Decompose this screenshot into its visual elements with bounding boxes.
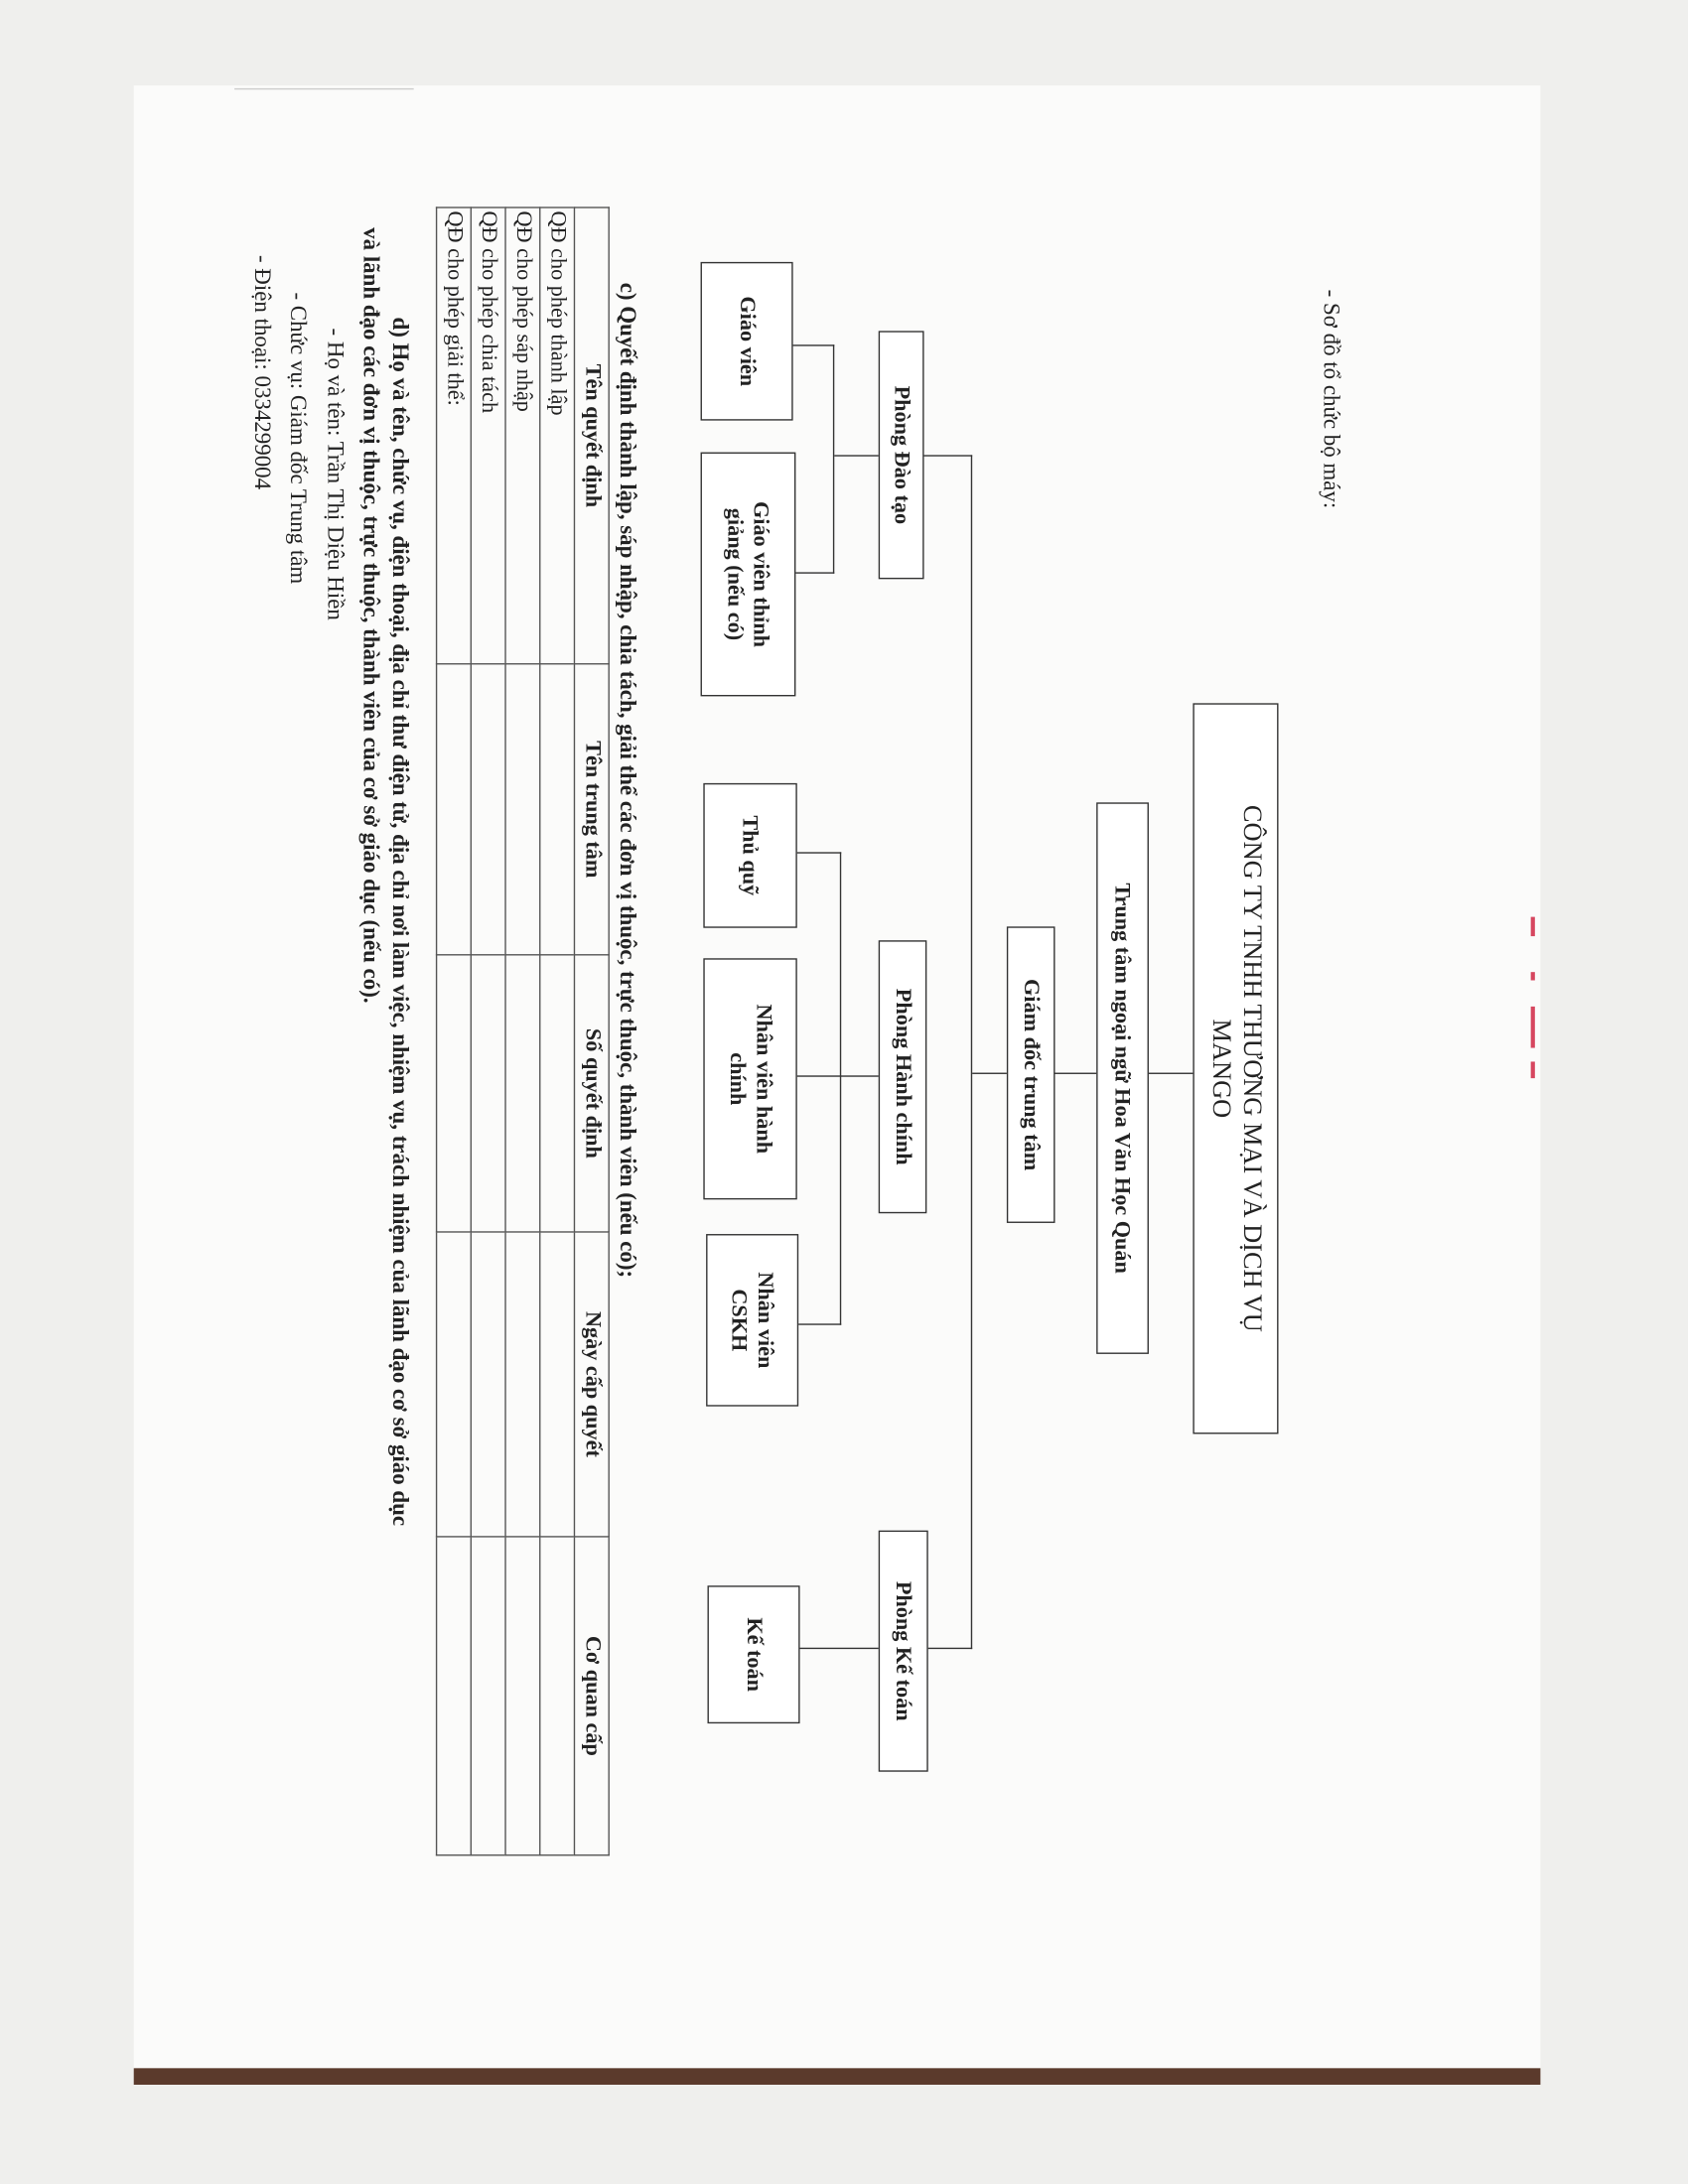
- dept-admin-box: Phòng Hành chính: [878, 940, 927, 1214]
- desk-edge: [133, 2068, 1541, 2086]
- company-name-line2: MANGO: [1206, 1019, 1236, 1119]
- table-header-row: Tên quyết định Tên trung tâm Số quyết đị…: [574, 207, 610, 1855]
- table-cell: [505, 663, 540, 955]
- table-cell: [505, 1231, 540, 1537]
- red-stamp-mark: [1530, 972, 1535, 981]
- decisions-table: Tên quyết định Tên trung tâm Số quyết đị…: [436, 206, 610, 1855]
- accountant-box: Kế toán: [707, 1585, 800, 1724]
- table-row: QĐ cho phép chia tách: [471, 207, 506, 1855]
- table-row: QĐ cho phép sáp nhập: [505, 207, 540, 1855]
- leader-phone: - Điện thoại: 0334299004: [249, 254, 276, 490]
- box-label: Nhân viên: [754, 1272, 777, 1369]
- connector-line: [839, 852, 842, 1325]
- table-cell: QĐ cho phép chia tách: [471, 207, 506, 664]
- table-cell: [539, 663, 575, 955]
- table-cell: [436, 1231, 472, 1537]
- connector-line: [1055, 1072, 1097, 1075]
- table-cell: [539, 1231, 575, 1537]
- document-page: - Sơ đồ tổ chức bộ máy: CÔNG TY TNHH THƯ…: [134, 89, 1538, 2068]
- table-cell: [539, 954, 575, 1232]
- table-cell: [505, 954, 540, 1232]
- connector-line: [970, 455, 973, 1650]
- box-label: Giáo viên thỉnh: [749, 500, 774, 647]
- dept-training-box: Phòng Đào tạo: [878, 331, 924, 580]
- table-cell: [471, 1231, 506, 1537]
- connector-line: [798, 1323, 842, 1326]
- teacher-box: Giáo viên: [700, 261, 793, 421]
- dept-accounting-box: Phòng Kế toán: [878, 1530, 928, 1772]
- table-cell: [436, 1536, 472, 1855]
- leader-name: - Họ và tên: Trần Thị Diệu Hiền: [323, 328, 350, 620]
- table-cell: [471, 1536, 506, 1855]
- box-label: Thủ quỹ: [738, 815, 763, 896]
- treasurer-box: Thủ quỹ: [703, 782, 797, 928]
- center-box: Trung tâm ngoại ngữ Hoa Văn Học Quán: [1096, 802, 1149, 1354]
- section-d-heading-cont: và lãnh đạo các đơn vị thuộc, trực thuộc…: [358, 227, 385, 1004]
- table-row: QĐ cho phép giải thể:: [436, 207, 472, 1855]
- table-cell: QĐ cho phép sáp nhập: [505, 207, 540, 664]
- director-box: Giám đốc trung tâm: [1006, 926, 1055, 1223]
- table-row: QĐ cho phép thành lập: [539, 207, 575, 1855]
- table-cell: [436, 663, 472, 955]
- connector-line: [795, 572, 835, 575]
- table-cell: QĐ cho phép giải thể:: [436, 207, 472, 664]
- leader-position: - Chức vụ: Giám đốc Trung tâm: [285, 292, 312, 585]
- table-cell: [539, 1536, 575, 1855]
- connector-line: [796, 1075, 879, 1078]
- org-chart-label: - Sơ đồ tổ chức bộ máy:: [1318, 289, 1345, 509]
- connector-line: [972, 1072, 1007, 1075]
- red-stamp-mark: [1530, 1061, 1535, 1079]
- table-cell: [471, 663, 506, 955]
- paper: [133, 85, 1541, 2072]
- column-header: Tên quyết định: [574, 207, 610, 664]
- red-stamp-mark: [1530, 1006, 1535, 1048]
- red-stamp-mark: [1530, 916, 1535, 937]
- box-label: Kế toán: [742, 1617, 766, 1693]
- table-cell: [436, 954, 472, 1232]
- column-header: Ngày cấp quyết: [574, 1231, 610, 1537]
- connector-line: [834, 455, 879, 458]
- box-label: Giáo viên: [735, 296, 759, 387]
- box-label: giảng (nếu có): [723, 507, 748, 641]
- box-label: CSKH: [727, 1289, 752, 1352]
- connector-line: [796, 852, 842, 855]
- company-name-line1: CÔNG TY TNHH THƯƠNG MẠI VÀ DỊCH VỤ: [1236, 804, 1267, 1332]
- section-d-heading: d) Họ và tên, chức vụ, điện thoại, địa c…: [387, 317, 414, 1527]
- paper-edge: [234, 87, 414, 90]
- table-cell: [471, 954, 506, 1232]
- connector-line: [923, 455, 973, 458]
- box-label: Nhân viên hành: [751, 1004, 775, 1155]
- connector-line: [927, 1647, 973, 1650]
- column-header: Tên trung tâm: [574, 663, 610, 955]
- connector-line: [1148, 1072, 1194, 1075]
- column-header: Số quyết định: [574, 954, 610, 1232]
- table-cell: QĐ cho phép thành lập: [539, 207, 575, 664]
- connector-line: [799, 1647, 879, 1650]
- box-label: chính: [725, 1052, 750, 1106]
- connector-line: [792, 344, 835, 347]
- table-cell: [505, 1536, 540, 1855]
- section-c-heading: c) Quyết định thành lập, sáp nhập, chia …: [615, 282, 641, 1279]
- column-header: Cơ quan cấp: [574, 1536, 610, 1855]
- connector-line: [832, 344, 835, 574]
